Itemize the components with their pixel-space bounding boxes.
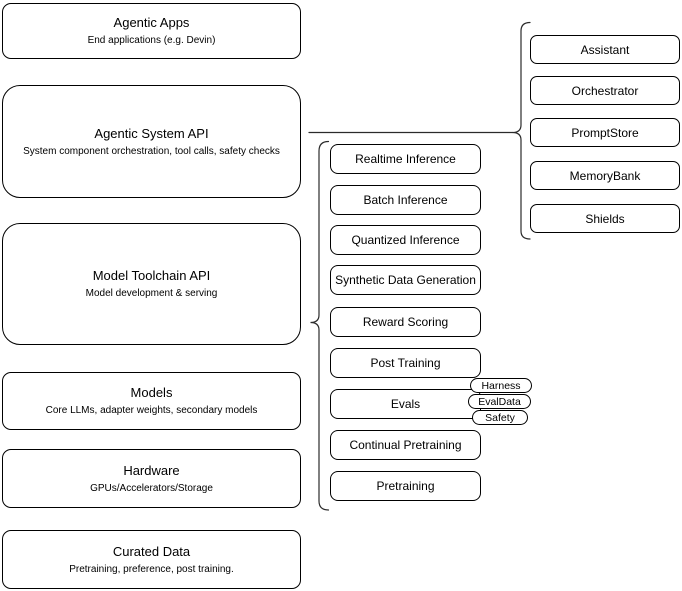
node-agentic-system-api: Agentic System API System component orch… (2, 85, 301, 198)
node-curated-data: Curated Data Pretraining, preference, po… (2, 530, 301, 589)
tag-harness: Harness (470, 378, 532, 393)
node-title: Agentic System API (94, 125, 209, 141)
node-memorybank: MemoryBank (530, 161, 680, 190)
node-title: Hardware (123, 462, 180, 478)
node-shields: Shields (530, 204, 680, 233)
node-orchestrator: Orchestrator (530, 76, 680, 105)
node-pretraining: Pretraining (330, 471, 481, 501)
node-batch-inference: Batch Inference (330, 185, 481, 215)
node-reward-scoring: Reward Scoring (330, 307, 481, 337)
node-quantized-inference: Quantized Inference (330, 225, 481, 255)
toolchain-brace (310, 140, 330, 511)
node-model-toolchain-api: Model Toolchain API Model development & … (2, 223, 301, 345)
tag-safety: Safety (472, 410, 528, 425)
node-models: Models Core LLMs, adapter weights, secon… (2, 372, 301, 430)
node-title: Models (130, 385, 173, 400)
tag-evaldata: EvalData (468, 394, 531, 409)
node-subtitle: GPUs/Accelerators/Storage (90, 482, 213, 494)
node-subtitle: Model development & serving (85, 288, 218, 299)
node-promptstore: PromptStore (530, 118, 680, 147)
node-post-training: Post Training (330, 348, 481, 378)
node-title: Curated Data (112, 543, 191, 559)
node-title: Model Toolchain API (92, 268, 211, 283)
node-assistant: Assistant (530, 35, 680, 64)
node-subtitle: System component orchestration, tool cal… (23, 145, 280, 157)
node-subtitle: Pretraining, preference, post training. (69, 563, 234, 575)
node-subtitle: End applications (e.g. Devin) (87, 35, 216, 46)
node-title: Agentic Apps (113, 15, 190, 30)
node-hardware: Hardware GPUs/Accelerators/Storage (2, 449, 301, 508)
node-synthetic-data-generation: Synthetic Data Generation (330, 265, 481, 295)
node-agentic-apps: Agentic Apps End applications (e.g. Devi… (2, 3, 301, 59)
node-continual-pretraining: Continual Pretraining (330, 430, 481, 460)
components-brace (512, 21, 531, 240)
node-subtitle: Core LLMs, adapter weights, secondary mo… (45, 405, 258, 416)
node-realtime-inference: Realtime Inference (330, 144, 481, 174)
node-evals: Evals (330, 389, 481, 419)
